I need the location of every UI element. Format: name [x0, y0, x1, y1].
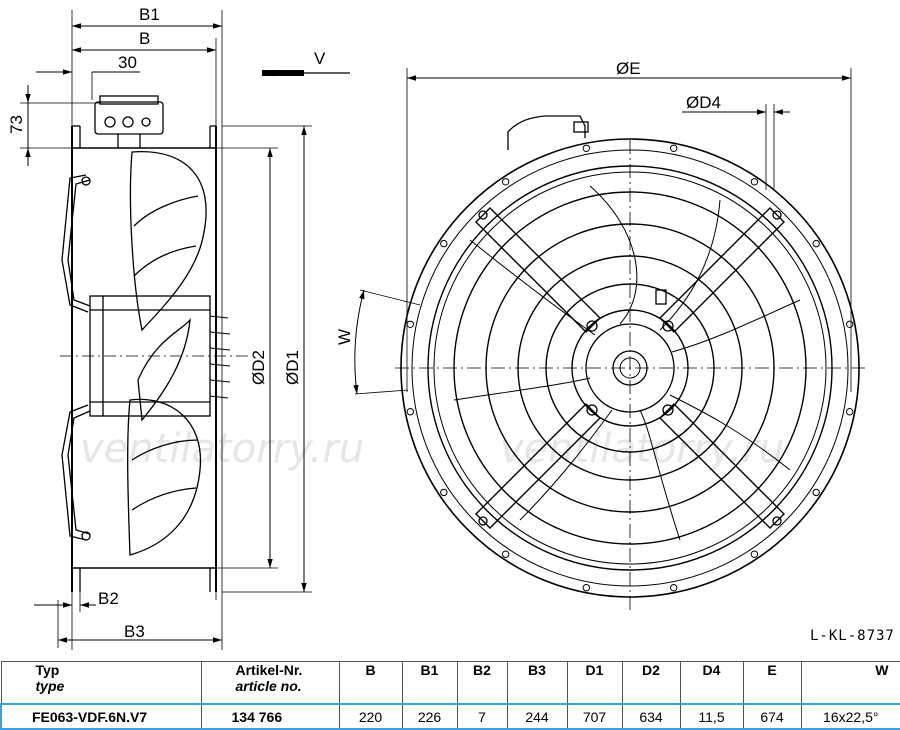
header-d4: D4 [679, 661, 744, 705]
cell-d4: 11,5 [679, 703, 744, 730]
mounting-hole [812, 239, 820, 248]
mounting-hole [812, 488, 820, 497]
dim-label-b1: B1 [139, 5, 160, 24]
cell-d1: 707 [566, 703, 623, 730]
mounting-hole [440, 488, 448, 497]
mounting-hole [582, 584, 590, 592]
dim-label-d2: ØD2 [249, 350, 268, 385]
dim-label-73: 73 [7, 115, 26, 134]
mounting-holes [406, 144, 854, 592]
view-direction-arrow [262, 69, 350, 77]
cell-type: FE063-VDF.6N.V7 [0, 703, 202, 730]
header-artikel: Artikel-Nr.article no. [200, 661, 340, 705]
mounting-hole [406, 408, 414, 416]
front-view [353, 68, 865, 612]
header-b3: B3 [506, 661, 568, 705]
cell-w: 16x22,5° [800, 703, 900, 730]
mounting-hole [501, 550, 510, 558]
mounting-hole [670, 584, 678, 592]
dim-label-b: B [139, 29, 150, 48]
cell-d2: 634 [621, 703, 681, 730]
header-b1: B1 [401, 661, 458, 705]
dim-label-e: ØE [616, 59, 641, 78]
cell-b1: 226 [401, 703, 458, 730]
cell-b2: 7 [456, 703, 508, 730]
dim-label-w: W [335, 329, 354, 345]
cell-b3: 244 [506, 703, 568, 730]
watermark-right: ventilatorry.ru [500, 426, 784, 472]
mounting-hole [846, 320, 854, 328]
cell-article: 134 766 [200, 703, 340, 730]
cell-e: 674 [742, 703, 802, 730]
dim-label-b2: B2 [98, 589, 119, 608]
header-d2: D2 [621, 661, 681, 705]
side-view [20, 10, 312, 650]
dim-label-d1: ØD1 [283, 350, 302, 385]
mounting-hole [750, 550, 759, 558]
dim-label-d4: ØD4 [686, 93, 721, 112]
mounting-hole [440, 239, 448, 248]
header-b2: B2 [456, 661, 508, 705]
header-e: E [742, 661, 802, 705]
drawing-reference-code: L-KL-8737 [810, 628, 895, 644]
dim-label-b3: B3 [124, 622, 145, 641]
mounting-hole [846, 408, 854, 416]
mounting-hole [750, 178, 759, 186]
mounting-hole [406, 320, 414, 328]
technical-drawing: ventilatorry.ru ventilatorry.ru [7, 5, 895, 650]
dim-label-30: 30 [118, 53, 137, 72]
mounting-hole [501, 178, 510, 186]
dim-label-v: V [314, 49, 326, 68]
header-d1: D1 [566, 661, 623, 705]
mounting-hole [582, 144, 590, 153]
header-b: B [338, 661, 403, 705]
mounting-hole [670, 144, 678, 153]
cell-b: 220 [338, 703, 403, 730]
table-row: FE063-VDF.6N.V7 134 766 220 226 7 244 70… [0, 703, 900, 730]
header-w: W [800, 661, 900, 705]
